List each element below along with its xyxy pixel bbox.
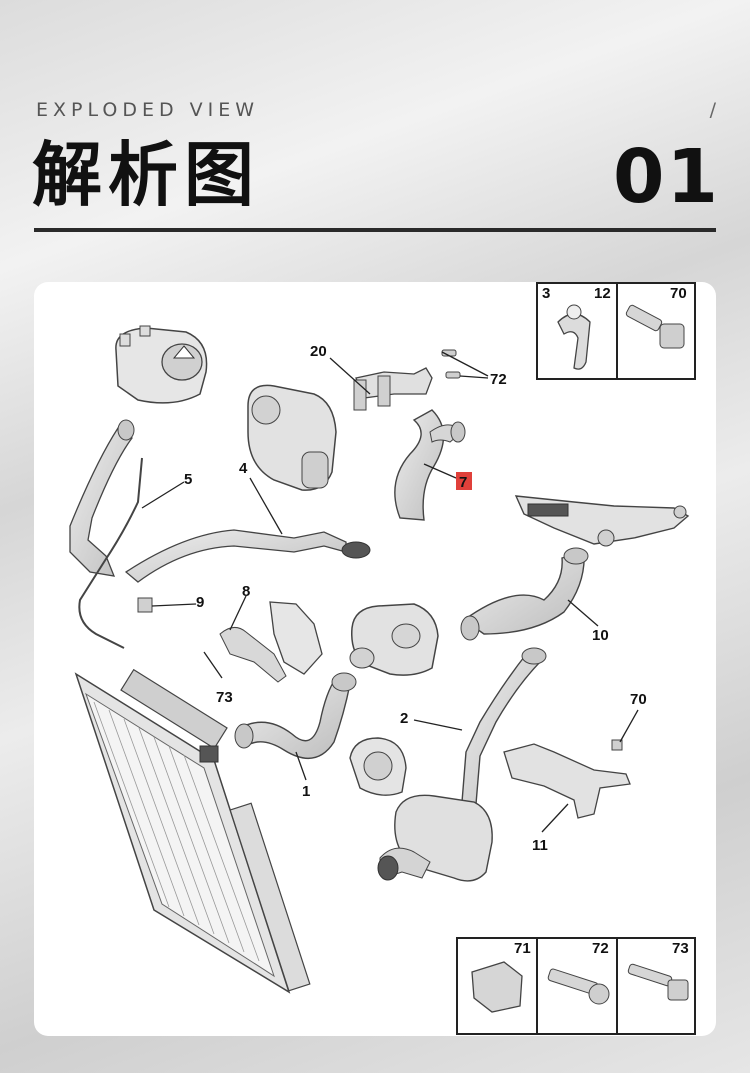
callout-11: 11 [532,837,548,854]
bolts-72 [441,349,461,379]
clip-71-icon [471,961,523,1013]
legend-12: 12 [594,285,611,302]
highlight-marker-7 [456,472,472,490]
radiator [74,668,311,994]
callout-72: 72 [490,371,507,388]
legend-70: 70 [670,285,687,302]
legend-73: 73 [672,940,689,957]
hose-7 [394,409,466,521]
bracket-20 [353,367,433,411]
thermostat-housing [514,495,690,547]
hose-4 [124,529,371,583]
callout-8: 8 [242,583,250,600]
callout-2: 2 [400,710,408,727]
legend-box-top: 3 12 70 [536,282,696,380]
hose-1 [199,672,357,763]
legend-72-box: 72 [592,940,609,957]
legend-box-bottom: 71 72 73 [456,937,696,1035]
callout-73: 73 [216,689,233,706]
exploded-diagram: 20 72 7 5 4 9 8 73 10 2 70 1 11 3 12 70 [69,282,696,1035]
callout-20: 20 [310,343,327,360]
callout-7: 7 [459,474,467,491]
page-title: 解析图 [32,134,260,216]
callout-70: 70 [630,691,647,708]
hose-5 [69,419,143,649]
hose-10 [460,547,589,641]
callout-1: 1 [302,783,310,800]
hose-2 [377,647,547,882]
diagram-card: 20 72 7 5 4 9 8 73 10 2 70 1 11 3 12 70 [34,282,716,1036]
clip-3-icon [566,304,582,320]
bracket-8 [219,601,323,683]
engine-mount [349,737,407,796]
legend-71: 71 [514,940,531,957]
callout-10: 10 [592,627,609,644]
page-number: 01 [613,134,720,220]
water-pump-housing [349,603,439,676]
callout-4: 4 [239,460,248,477]
callout-5: 5 [184,471,192,488]
callout-9: 9 [196,594,204,611]
header-subtitle: EXPLODED VIEW [36,99,260,121]
header-divider [34,228,716,232]
turbocharger-part [247,384,337,491]
leader-lines [141,351,639,833]
bracket-11 [503,739,631,819]
clip-9 [137,597,153,613]
legend-3: 3 [542,285,550,302]
header-slash: / [709,99,716,121]
expansion-tank [115,325,208,404]
